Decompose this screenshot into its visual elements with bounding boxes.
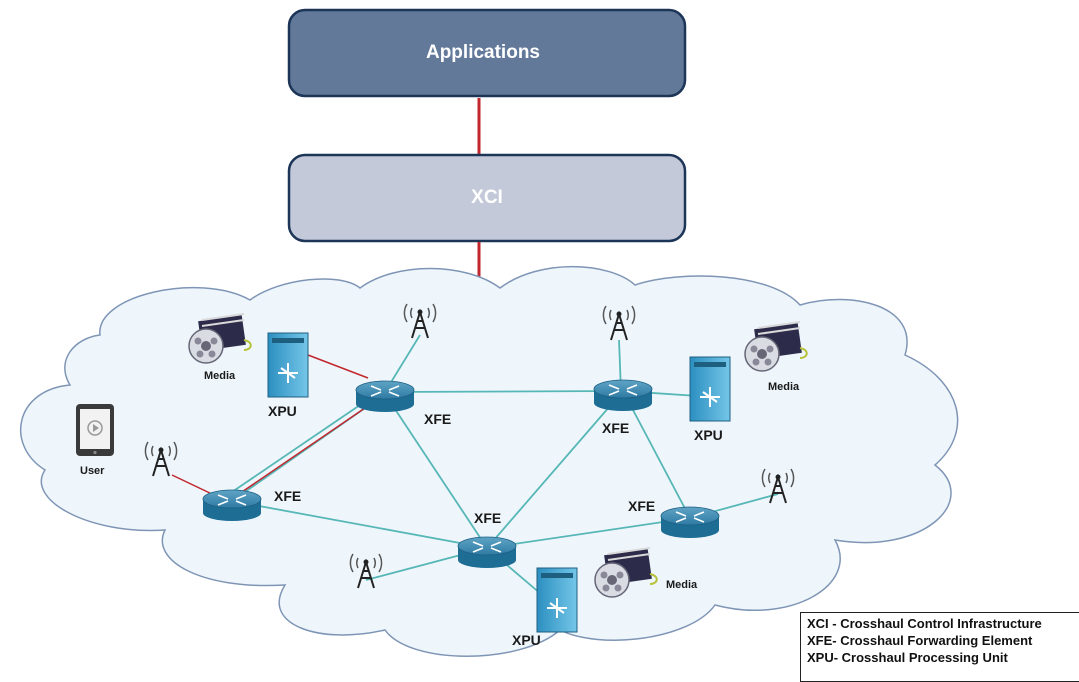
media-label: Media [666, 579, 698, 591]
router-icon [202, 489, 262, 521]
media-icon [744, 321, 808, 372]
control-link-user-xfe-left [171, 474, 215, 496]
user-label: User [80, 465, 105, 477]
server-icon [267, 332, 309, 398]
network-cloud [20, 265, 959, 657]
media-label: Media [204, 370, 236, 382]
media-icon [188, 313, 252, 364]
router-icon [593, 379, 653, 411]
xci-box [287, 153, 687, 243]
legend-xpu: XPU- Crosshaul Processing Unit [807, 650, 1008, 665]
applications-label: Applications [426, 42, 540, 63]
link-xfe-top-xfe-right [384, 390, 624, 393]
tablet-icon [76, 404, 114, 456]
xci-label: XCI [471, 187, 503, 208]
control-links [171, 354, 369, 497]
antenna-icon [349, 553, 383, 589]
link-xfe-right-xfe-center [486, 390, 624, 549]
server-icon [689, 356, 731, 422]
applications-box [287, 8, 687, 98]
xfe-label: XFE [474, 510, 501, 526]
xfe-label: XFE [424, 411, 451, 427]
link-xfe-top-xfe-center [384, 393, 488, 549]
xpu-label: XPU [268, 403, 297, 419]
link-xfe-left-xfe-center [231, 500, 488, 549]
antenna-icon [761, 468, 795, 504]
network-diagram: Applications XCI [20, 8, 959, 657]
legend-xfe: XFE- Crosshaul Forwarding Element [807, 633, 1033, 648]
router-icon [457, 536, 517, 568]
xfe-label: XFE [274, 488, 301, 504]
media-label: Media [768, 381, 800, 393]
xfe-label: XFE [628, 498, 655, 514]
antenna-icon [403, 303, 437, 339]
xpu-label: XPU [512, 632, 541, 648]
media-icon [594, 547, 658, 598]
link-xfe-center-xfe-far-right [486, 517, 691, 549]
link-xfe-left-xfe-top-extra [231, 404, 361, 493]
legend: XCI - Crosshaul Control Infrastructure X… [800, 612, 1079, 682]
control-link-xfe-left [235, 407, 366, 497]
control-link-xpu-left [307, 354, 369, 379]
legend-xci: XCI - Crosshaul Control Infrastructure [807, 616, 1042, 631]
xpu-label: XPU [694, 427, 723, 443]
link-xfe-right-xfe-far-right [622, 390, 691, 519]
router-icon [355, 380, 415, 412]
xfe-label: XFE [602, 420, 629, 436]
router-icon [660, 506, 720, 538]
server-icon [536, 567, 578, 633]
antenna-icon [144, 441, 178, 477]
antenna-icon [602, 305, 636, 341]
